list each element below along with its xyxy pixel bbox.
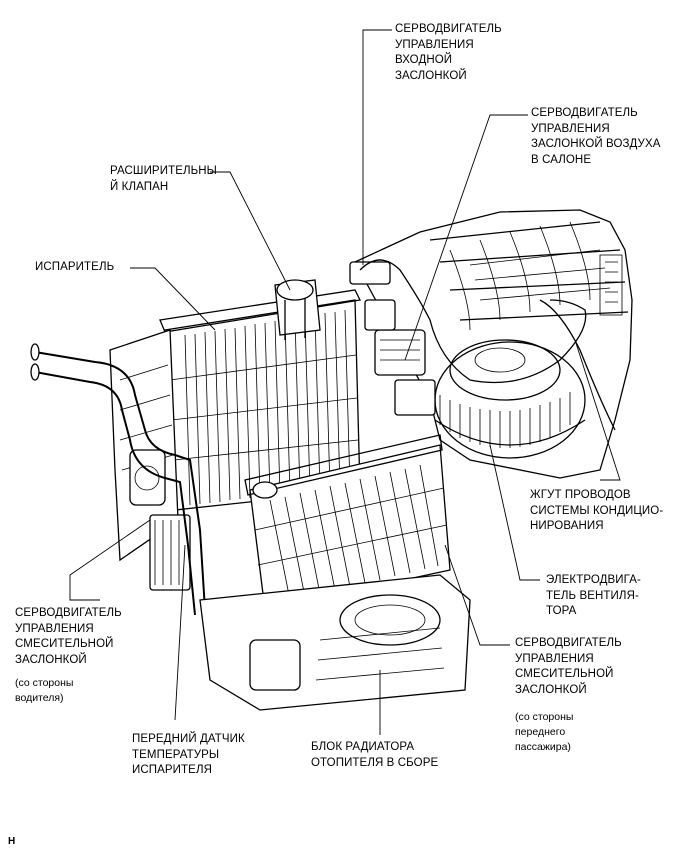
lower-duct (199, 574, 471, 711)
blower-fan (434, 339, 586, 459)
note-mix-servo-driver: (со стороны водителя) (15, 677, 74, 704)
label-expansion-valve: РАСШИРИТЕЛЬНЫ Й КЛАПАН (110, 165, 217, 193)
label-inlet-servo: СЕРВОДВИГАТЕЛЬ УПРАВЛЕНИЯ ВХОДНОЙ ЗАСЛОН… (395, 23, 502, 82)
leader-lines (69, 29, 621, 735)
note-mix-servo-passenger: (со стороны переднего пассажира) (515, 711, 574, 753)
heater-radiator (244, 434, 451, 611)
label-mix-servo-driver: СЕРВОДВИГАТЕЛЬ УПРАВЛЕНИЯ СМЕСИТЕЛЬНОЙ З… (15, 607, 122, 666)
expansion-valve (274, 279, 321, 340)
label-cabin-air-servo: СЕРВОДВИГАТЕЛЬ УПРАВЛЕНИЯ ЗАСЛОНКОЙ ВОЗД… (531, 107, 661, 166)
label-heater-radiator: БЛОК РАДИАТОРА ОТОПИТЕЛЯ В СБОРЕ (311, 741, 439, 769)
figure-code: H (8, 836, 16, 847)
wire-harness (359, 259, 616, 431)
label-evaporator: ИСПАРИТЕЛЬ (35, 261, 115, 273)
center-actuators (349, 261, 436, 416)
label-mix-servo-passenger: СЕРВОДВИГАТЕЛЬ УПРАВЛЕНИЯ СМЕСИТЕЛЬНОЙ З… (515, 637, 622, 696)
left-housing (109, 329, 191, 591)
refrigerant-pipes (30, 343, 206, 616)
label-evaporator-temp-sensor: ПЕРЕДНИЙ ДАТЧИК ТЕМПЕРАТУРЫ ИСПАРИТЕЛЯ (132, 733, 245, 776)
label-blower-motor: ЭЛЕКТРОДВИГА- ТЕЛЬ ВЕНТИЛЯ- ТОРА (546, 574, 641, 617)
label-ac-harness: ЖГУТ ПРОВОДОВ СИСТЕМЫ КОНДИЦИО- НИРОВАНИ… (530, 489, 664, 532)
